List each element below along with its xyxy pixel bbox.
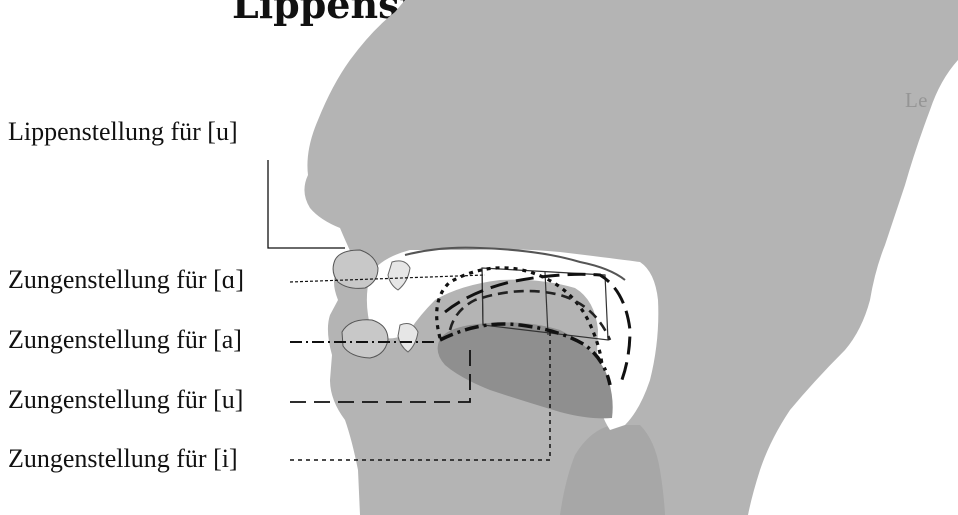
label-tongue-a: Zungenstellung für [a] xyxy=(8,324,242,356)
label-tongue-back-a: Zungenstellung für [ɑ] xyxy=(8,264,244,296)
lower-lip xyxy=(342,320,388,358)
upper-lip xyxy=(333,250,378,288)
label-lips-u: Lippenstellung für [u] xyxy=(8,116,238,148)
label-tongue-u: Zungenstellung für [u] xyxy=(8,384,243,416)
label-tongue-i: Zungenstellung für [i] xyxy=(8,443,238,475)
bleed-through-text: Le xyxy=(905,88,928,113)
